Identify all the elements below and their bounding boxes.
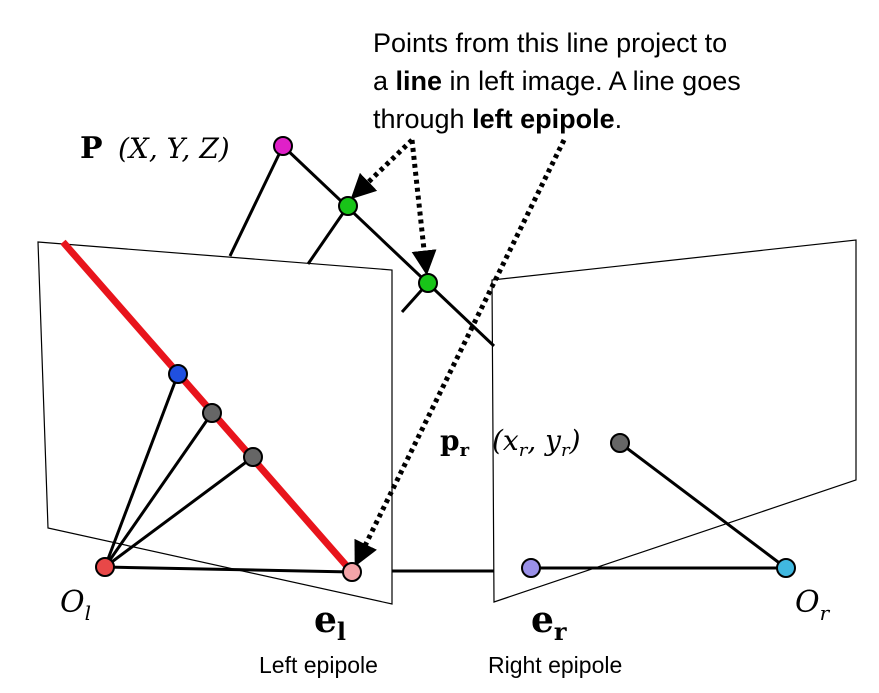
green1-ray-segment [306, 205, 350, 265]
annotation-line-2: a line in left image. A line goes [373, 66, 741, 96]
label-Or: Or [795, 585, 831, 625]
point-left-gray-1 [202, 403, 222, 423]
ray-Ol-to-gray1 [103, 412, 214, 568]
annotation-line-3: through left epipole. [373, 104, 622, 134]
P-ray-to-left-segment [228, 145, 285, 257]
ray-P-to-Or [281, 144, 496, 348]
point-Ol [95, 557, 115, 577]
left-image-plane [37, 241, 393, 605]
caption-left-epipole: Left epipole [259, 652, 378, 678]
arrow-to-green1 [350, 138, 414, 200]
right-image-plane [491, 239, 857, 603]
label-P-coords: (X, Y, Z) [118, 132, 230, 165]
label-Ol: Ol [60, 585, 91, 625]
label-pr: pr [440, 424, 470, 461]
label-el: el [314, 599, 346, 646]
point-left-blue [168, 364, 188, 384]
point-P [273, 136, 293, 156]
point-el [342, 562, 362, 582]
point-pr [610, 433, 630, 453]
point-on-ray-1 [338, 196, 358, 216]
point-er [521, 558, 541, 578]
annotation-line-1: Points from this line project to [373, 28, 727, 58]
arrow-to-left-epipole [354, 138, 567, 567]
point-on-ray-2 [418, 273, 438, 293]
ray-Ol-to-gray2 [104, 455, 254, 569]
label-pr-coords: (xr, yr) [492, 424, 581, 461]
label-er: er [531, 599, 567, 646]
ray-Ol-to-blue [103, 373, 180, 568]
arrow-to-green2 [409, 139, 437, 276]
baseline-left-segment [104, 565, 353, 574]
point-left-gray-2 [243, 447, 263, 467]
point-Or [776, 558, 796, 578]
label-P-symbol: P [80, 131, 103, 166]
annotation-text: Points from this line project to a line … [373, 28, 748, 134]
caption-right-epipole: Right epipole [488, 652, 622, 678]
ray-Or-to-pr [619, 441, 787, 570]
